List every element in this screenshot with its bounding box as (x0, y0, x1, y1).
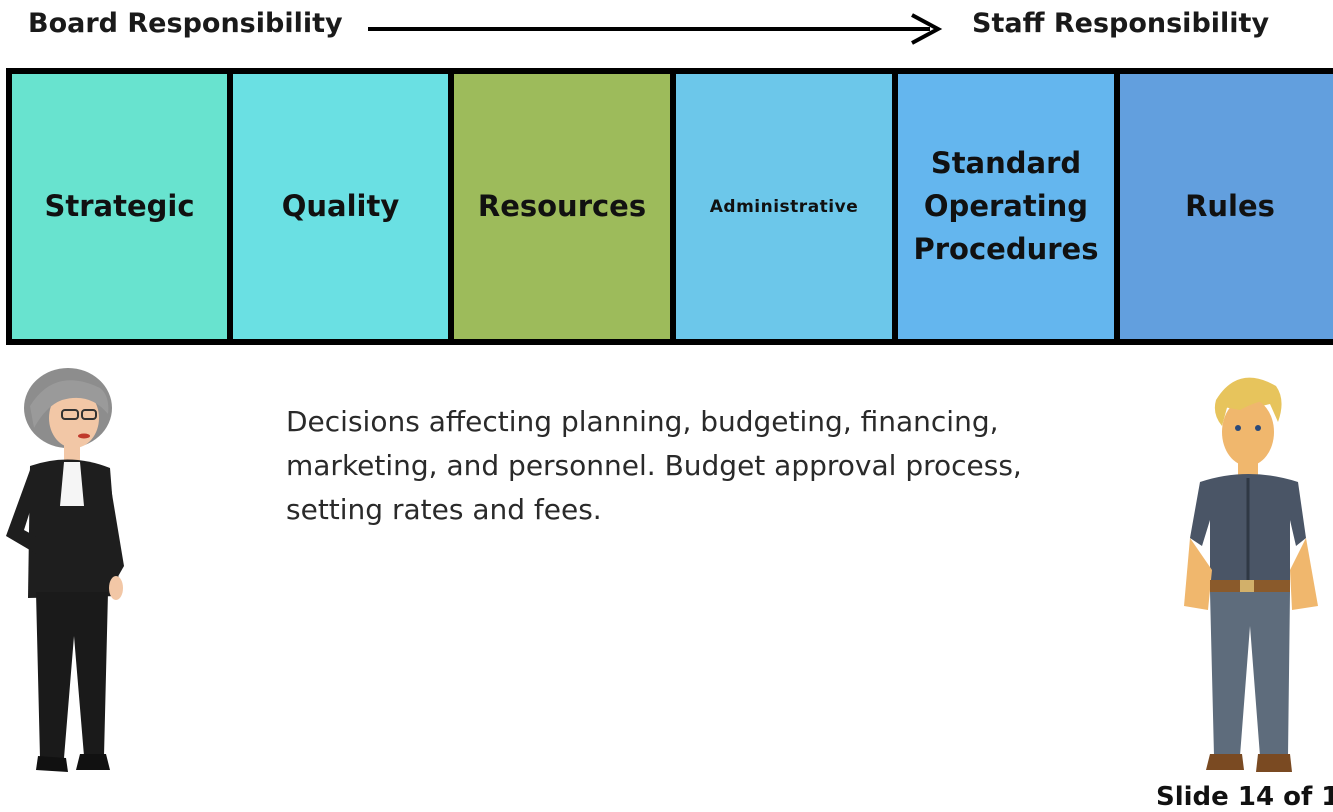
tile-quality[interactable]: Quality (233, 74, 454, 339)
tile-quality-label: Quality (281, 189, 400, 223)
tile-strategic[interactable]: Strategic (12, 74, 233, 339)
right-arrow-icon (368, 13, 943, 45)
tile-administrative-label: Administrative (709, 196, 859, 217)
staff-member-character (1184, 377, 1318, 772)
tile-resources[interactable]: Resources (454, 74, 676, 339)
tile-standard-operating-procedures[interactable]: Standard Operating Procedures (898, 74, 1120, 339)
tile-resources-label: Resources (477, 189, 647, 223)
tile-sop-label: Standard Operating Procedures (913, 146, 1099, 266)
tile-strategic-label: Strategic (44, 189, 195, 223)
tile-description: Decisions affecting planning, budgeting,… (286, 405, 1022, 526)
tile-administrative[interactable]: Administrative (676, 74, 898, 339)
board-responsibility-label: Board Responsibility (28, 8, 343, 39)
responsibility-band: Strategic Quality Resources Administrati… (6, 68, 1333, 345)
tile-rules[interactable]: Rules (1120, 74, 1333, 339)
slide-counter: Slide 14 of 1 (1156, 782, 1333, 812)
tile-rules-label: Rules (1185, 189, 1275, 223)
board-member-character (6, 368, 124, 772)
staff-responsibility-label: Staff Responsibility (972, 8, 1270, 39)
